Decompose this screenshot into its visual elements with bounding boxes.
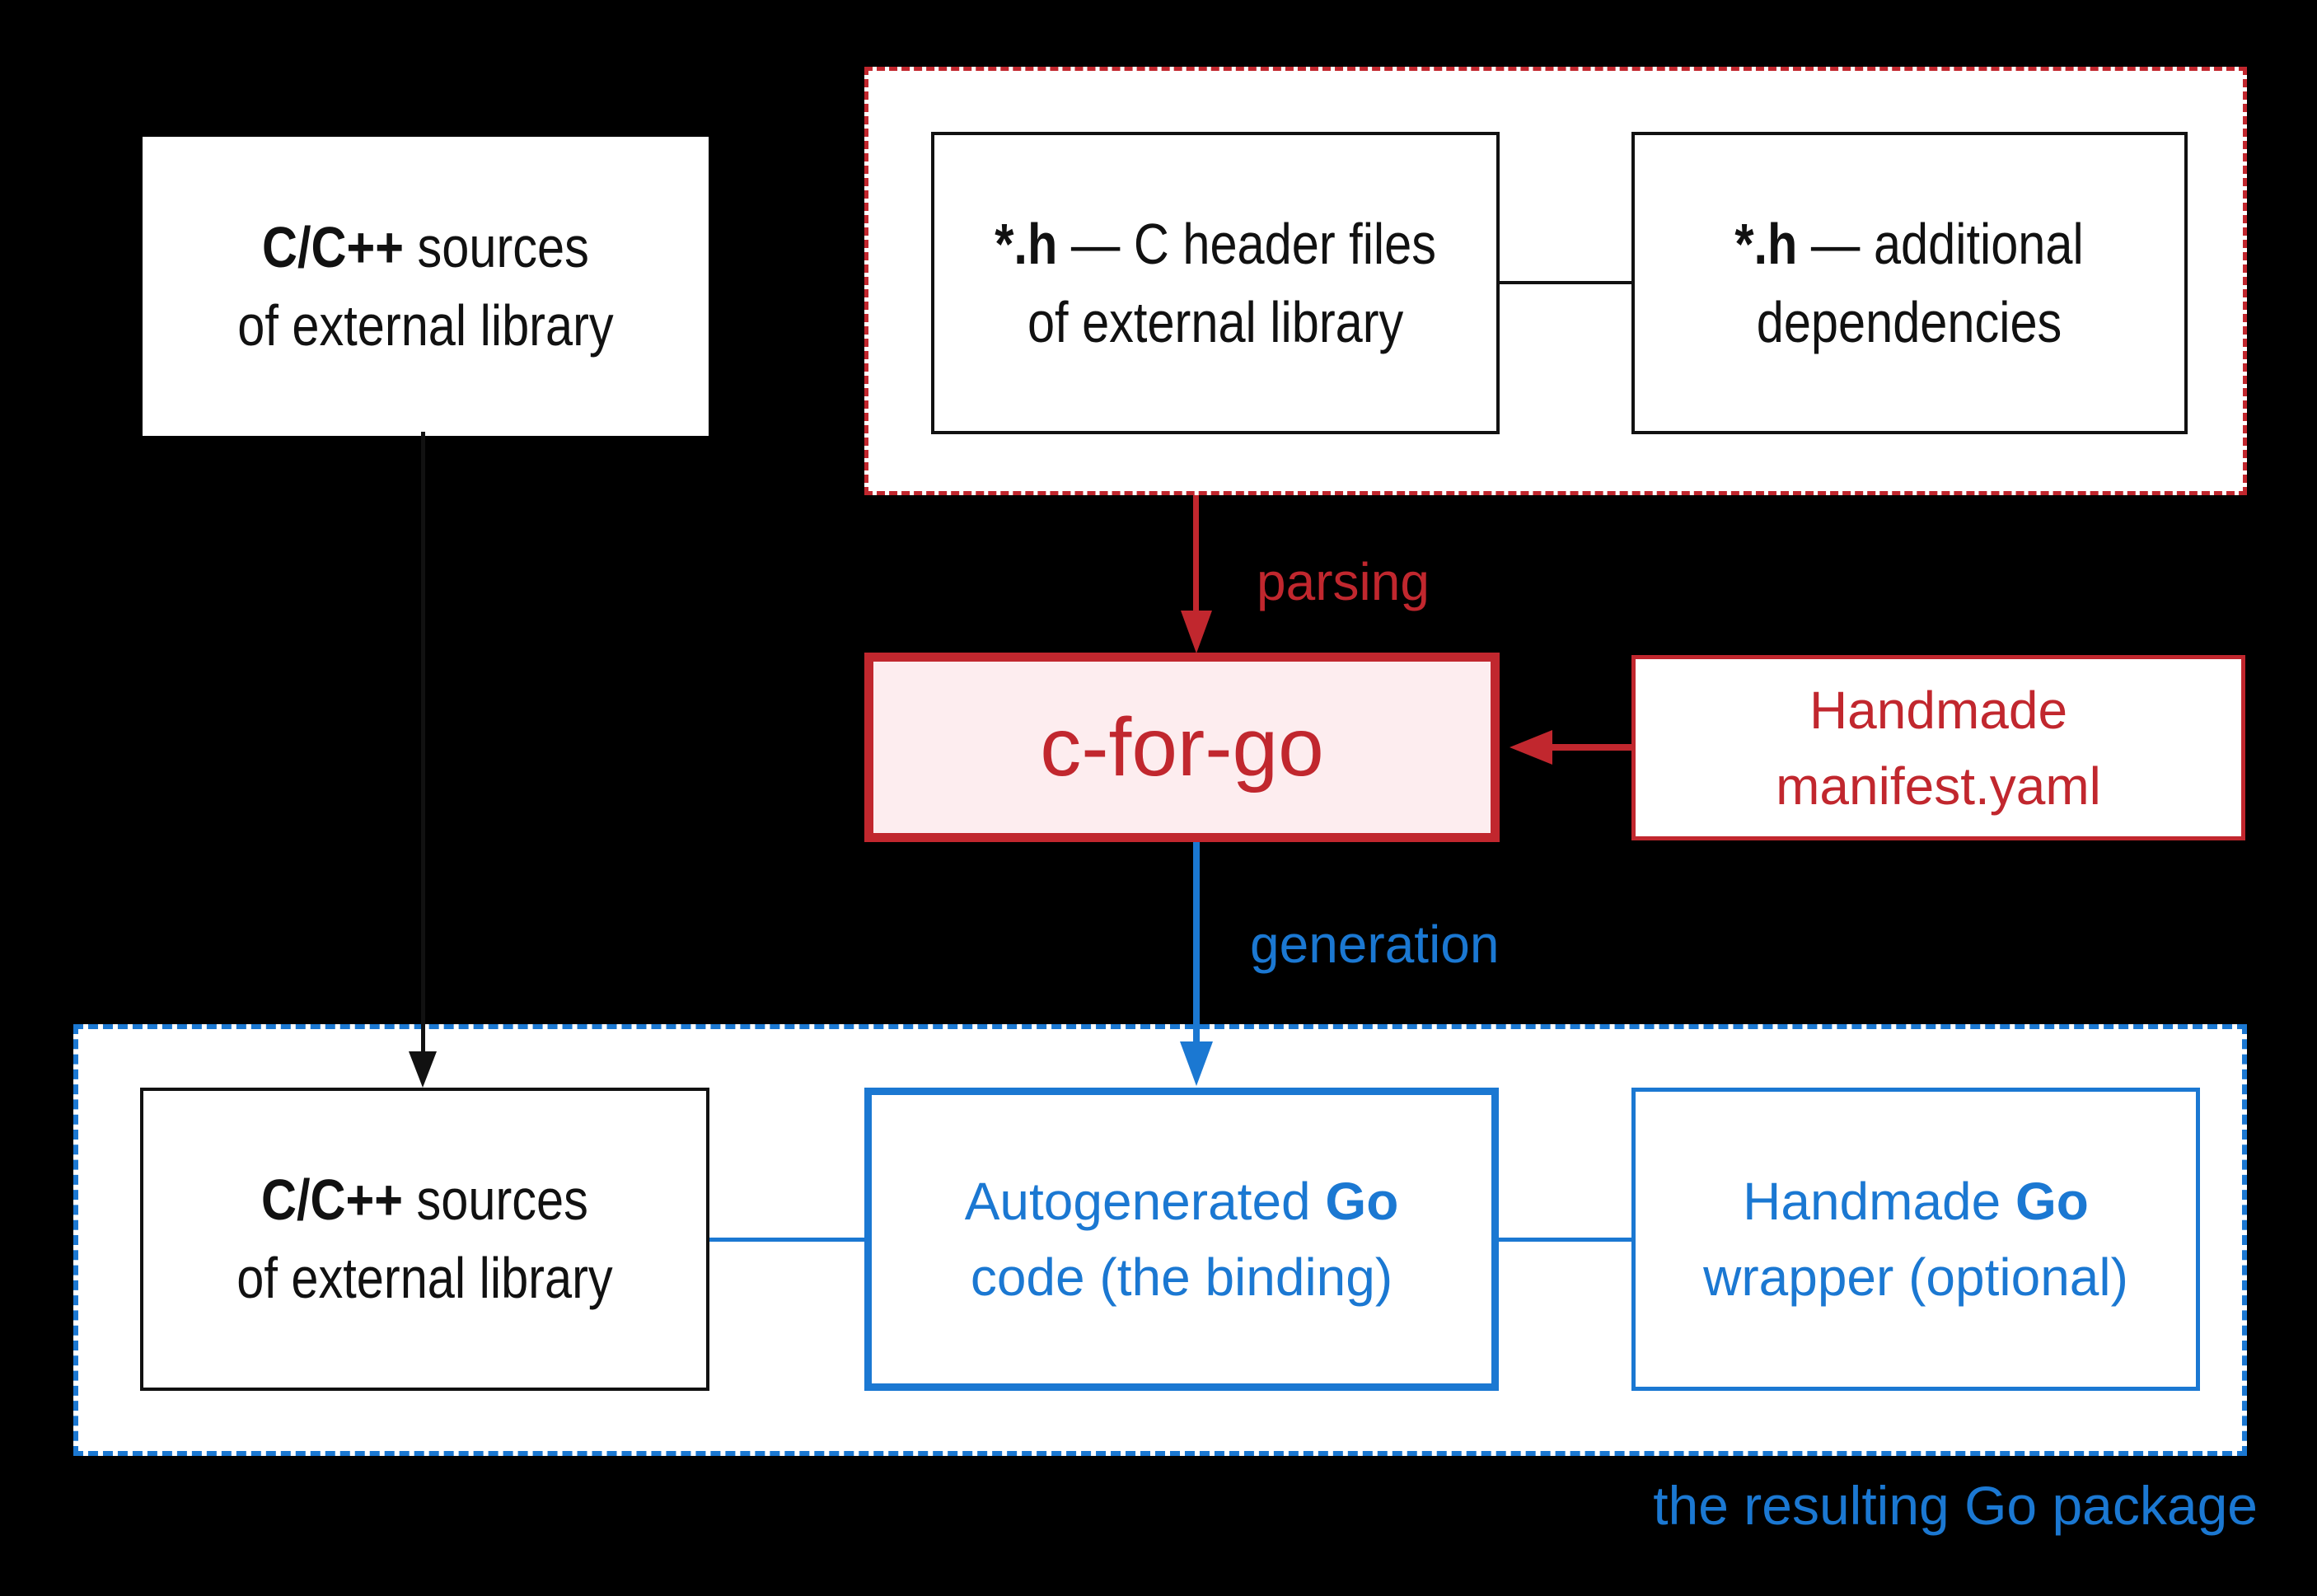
text-bold: Go xyxy=(2015,1172,2089,1231)
text-rest: sources xyxy=(403,1168,588,1232)
connector-sources-to-binding xyxy=(709,1238,864,1242)
text-rest: — additional xyxy=(1797,211,2085,276)
text-line: wrapper (optional) xyxy=(1703,1247,2128,1307)
resulting-go-package-label: the resulting Go package xyxy=(1653,1475,2258,1536)
text-line: C/C++ sources xyxy=(236,1161,612,1239)
box-text: Autogenerated Go code (the binding) xyxy=(965,1163,1399,1315)
box-cc-sources-bottom: C/C++ sources of external library xyxy=(140,1088,709,1391)
text-rest: sources xyxy=(404,214,589,279)
c-for-go-label: c-for-go xyxy=(1040,701,1324,793)
box-text: C/C++ sources of external library xyxy=(237,208,613,365)
box-text: *.h — additional dependencies xyxy=(1735,205,2084,362)
text-line: of external library xyxy=(236,1246,613,1310)
text-bold: C/C++ xyxy=(262,214,405,279)
text-line: Autogenerated Go xyxy=(965,1163,1399,1239)
box-text: Handmade manifest.yaml xyxy=(1776,672,2101,824)
text-line: *.h — C header files xyxy=(995,205,1436,283)
box-handmade-manifest: Handmade manifest.yaml xyxy=(1631,655,2245,840)
box-text: Handmade Go wrapper (optional) xyxy=(1703,1163,2128,1315)
text-line: dependencies xyxy=(1757,289,2062,354)
box-text: *.h — C header files of external library xyxy=(995,205,1436,362)
text-bold: *.h xyxy=(995,211,1058,276)
arrowhead-down-icon xyxy=(409,1051,437,1088)
connector-headers-line xyxy=(1500,281,1631,284)
text-line: *.h — additional xyxy=(1735,205,2084,283)
arrowhead-left-icon xyxy=(1510,730,1552,765)
text-line: of external library xyxy=(237,293,614,358)
box-c-for-go: c-for-go xyxy=(864,653,1500,842)
box-cc-sources-top: C/C++ sources of external library xyxy=(143,137,709,436)
connector-binding-to-wrapper xyxy=(1499,1238,1631,1242)
arrowhead-down-icon xyxy=(1181,611,1212,653)
text-bold: C/C++ xyxy=(261,1168,404,1232)
arrow-shaft xyxy=(1551,744,1631,751)
text-line: Handmade Go xyxy=(1703,1163,2128,1239)
box-handmade-go-wrapper: Handmade Go wrapper (optional) xyxy=(1631,1088,2200,1391)
text-bold: Go xyxy=(1325,1172,1399,1231)
generation-label: generation xyxy=(1250,915,1500,974)
box-autogenerated-go-code: Autogenerated Go code (the binding) xyxy=(864,1088,1499,1391)
text-line: Handmade xyxy=(1809,680,2068,740)
arrow-shaft xyxy=(1193,842,1200,1045)
text-line: C/C++ sources xyxy=(237,208,613,287)
text-rest: Autogenerated xyxy=(964,1172,1326,1231)
text-line: of external library xyxy=(1027,289,1404,354)
box-text: C/C++ sources of external library xyxy=(236,1161,612,1318)
arrowhead-down-icon xyxy=(1180,1041,1213,1086)
box-additional-dependencies: *.h — additional dependencies xyxy=(1631,132,2188,434)
text-line: code (the binding) xyxy=(970,1247,1393,1307)
parsing-label: parsing xyxy=(1257,552,1430,611)
text-bold: *.h xyxy=(1734,211,1798,276)
arrow-shaft xyxy=(421,432,425,1055)
box-c-header-files: *.h — C header files of external library xyxy=(931,132,1500,434)
text-line: manifest.yaml xyxy=(1776,756,2101,816)
text-rest: Handmade xyxy=(1743,1172,2015,1231)
text-rest: — C header files xyxy=(1057,211,1436,276)
arrow-shaft xyxy=(1193,495,1199,614)
